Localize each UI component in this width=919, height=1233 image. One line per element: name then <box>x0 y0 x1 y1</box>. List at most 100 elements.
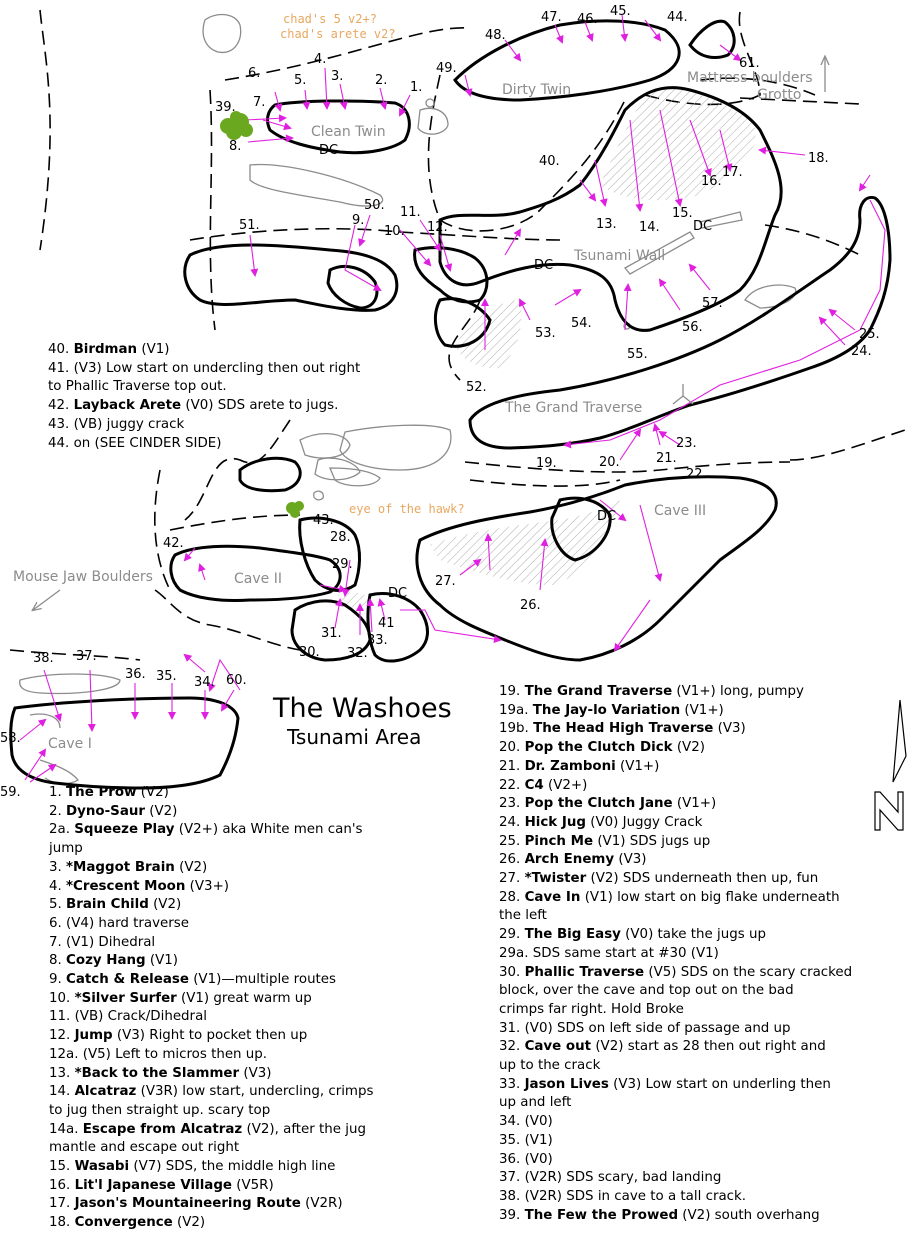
route-number: 26. <box>520 598 541 613</box>
legend-entry: 2a. Squeeze Play (V2+) aka White men can… <box>49 821 373 840</box>
legend-route-name: Hick Jug <box>524 814 586 830</box>
label-dirty-twin: Dirty Twin <box>502 82 571 98</box>
route-number: 11. <box>400 205 421 220</box>
legend-number: 21. <box>499 758 521 774</box>
legend-number: 29. <box>499 927 521 943</box>
route-number: 4. <box>314 52 326 67</box>
legend-description: (V1)—multiple routes <box>193 972 337 988</box>
route-number: 1. <box>410 80 422 95</box>
legend-number: 16. <box>49 1177 71 1193</box>
route-number: 52. <box>466 380 487 395</box>
legend-number: 14. <box>49 1084 71 1100</box>
legend-entry: 5. Brain Child (V2) <box>49 896 373 915</box>
legend-description: SDS same start at #30 (V1) <box>532 945 719 961</box>
route-number: 18. <box>808 151 829 166</box>
route-number: 10. <box>384 224 405 239</box>
route-number: 49. <box>436 61 457 76</box>
legend-number: 19. <box>499 684 521 699</box>
legend-entry: 40. Birdman (V1) <box>48 341 360 360</box>
legend-description: to jug then straight up. scary top <box>49 1102 271 1118</box>
legend-description: (V3) Right to pocket then up <box>116 1028 308 1044</box>
map-title: The Washoes <box>272 693 452 724</box>
legend-number: 37. <box>499 1170 521 1186</box>
route-number: 17. <box>722 165 743 180</box>
legend-route-name: Lit'l Japanese Village <box>74 1177 233 1193</box>
legend-entry: up to the crack <box>499 1057 852 1076</box>
legend-entry: 11. (VB) Crack/Dihedral <box>49 1008 373 1027</box>
legend-entry: 6. (V4) hard traverse <box>49 915 373 934</box>
legend-description: (V2) <box>676 740 705 756</box>
jason-lives-boulder <box>366 592 429 663</box>
legend-number: 22. <box>499 777 521 793</box>
legend-number: 4. <box>49 878 62 894</box>
label-chads-arete: chad's arete v2? <box>280 27 396 41</box>
legend-route-name: Cozy Hang <box>66 953 146 969</box>
legend-entry: 29. The Big Easy (V0) take the jugs up <box>499 926 852 945</box>
route-number: 32. <box>347 646 368 661</box>
legend-description: (V1+) <box>676 796 717 812</box>
route-number: 8. <box>229 139 241 154</box>
route-number: 20. <box>599 455 620 470</box>
legend-route-name: Brain Child <box>66 897 149 913</box>
legend-description: (V2) <box>179 859 208 875</box>
legend-description: (V2R) SDS in cave to a tall crack. <box>524 1188 747 1204</box>
legend-description: (V1) great warm up <box>181 990 312 1006</box>
legend-description: (V3R) low start, undercling, crimps <box>140 1084 374 1100</box>
legend-description: (V2+) <box>547 777 588 793</box>
legend-entry: 4. *Crescent Moon (V3+) <box>49 878 373 897</box>
legend-number: 23. <box>499 796 521 812</box>
legend-entry: 39. The Few the Prowed (V2) south overha… <box>499 1207 852 1226</box>
legend-number: 13. <box>49 1065 71 1081</box>
legend-entry: 16. Lit'l Japanese Village (V5R) <box>49 1177 373 1196</box>
legend-entry: 13. *Back to the Slammer (V3) <box>49 1065 373 1084</box>
legend-route-name: *Twister <box>524 871 587 887</box>
legend-entry: 33. Jason Lives (V3) Low start on underl… <box>499 1076 852 1095</box>
legend-route-name: Jason Lives <box>524 1076 609 1092</box>
label-chads-5: chad's 5 v2+? <box>283 12 377 26</box>
legend-entry: 41. (V3) Low start on undercling then ou… <box>48 360 360 379</box>
legend-entry: 27. *Twister (V2) SDS underneath then up… <box>499 870 852 889</box>
legend-number: 12a. <box>49 1046 79 1062</box>
legend-description: (V2+) aka White men can's <box>178 822 363 838</box>
route-number: 38. <box>33 651 54 666</box>
legend-description: (V3) <box>618 852 647 868</box>
route-number: 9. <box>352 213 364 228</box>
legend-entry: 43. (VB) juggy crack <box>48 416 360 435</box>
grotto-boulder <box>688 19 736 59</box>
legend-number: 20. <box>499 740 521 756</box>
legend-number: 43. <box>48 416 70 432</box>
legend-entry: 42. Layback Arete (V0) SDS arete to jugs… <box>48 397 360 416</box>
legend-entry: 37. (V2R) SDS scary, bad landing <box>499 1169 852 1188</box>
legend-entry: 44. on (SEE CINDER SIDE) <box>48 435 360 454</box>
legend-description: (V0) SDS arete to jugs. <box>185 398 339 414</box>
legend-route-name: Cave In <box>524 889 581 905</box>
legend-description: on (SEE CINDER SIDE) <box>73 435 222 451</box>
route-number: 24. <box>851 344 872 359</box>
legend-entry: 14. Alcatraz (V3R) low start, undercling… <box>49 1083 373 1102</box>
legend-description: (V2), after the jug <box>246 1121 366 1137</box>
legend-description: block, over the cave and top out on the … <box>499 983 794 999</box>
route-number: 34. <box>194 675 215 690</box>
legend-number: 19b. <box>499 721 529 737</box>
area-boundaries <box>9 9 906 661</box>
route-number: 14. <box>639 220 660 235</box>
dirty-twin-boulder <box>453 19 681 102</box>
route-number: 13. <box>596 217 617 232</box>
legend-route-name: The Big Easy <box>524 927 621 943</box>
legend-description: (V5R) <box>236 1177 274 1193</box>
legend-route-name: *Silver Surfer <box>74 990 177 1006</box>
label-mouse-jaw-boulders: Mouse Jaw Boulders <box>13 569 153 585</box>
label-dc: DC <box>693 219 712 234</box>
route-number: 40. <box>539 154 560 169</box>
legend-description: crimps far right. Hold Broke <box>499 1001 684 1017</box>
route-lines <box>19 14 886 783</box>
legend-route-name: Jump <box>74 1028 113 1044</box>
legend-description: (V3) Low start on underling then <box>613 1076 831 1092</box>
legend-description: (V0) take the jugs up <box>625 927 766 943</box>
legend-number: 18. <box>49 1215 71 1231</box>
legend-number: 27. <box>499 871 521 887</box>
legend-number: 25. <box>499 833 521 849</box>
legend-route-name: Birdman <box>73 342 138 357</box>
legend-number: 2. <box>49 803 62 819</box>
